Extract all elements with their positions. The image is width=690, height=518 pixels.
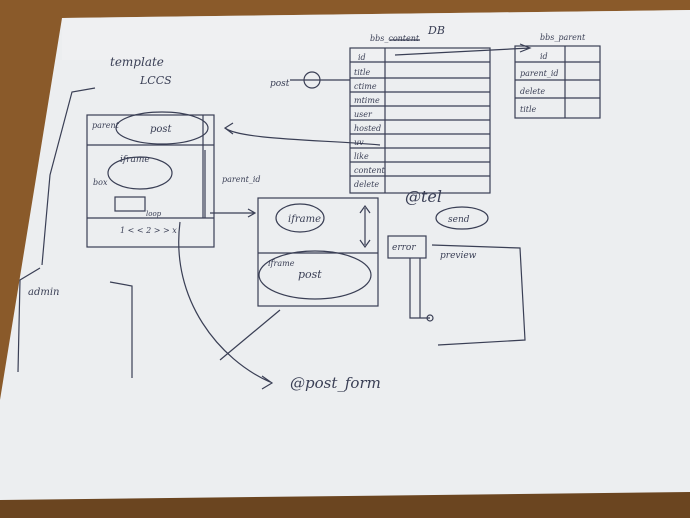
label-lccs: LCCS <box>139 74 172 87</box>
label-center-title: iframe <box>268 259 295 268</box>
left-post-ellipse <box>115 111 209 145</box>
label-template: template <box>110 55 164 69</box>
sketch-labels: template LCCS DB bbs_content bbs_parent … <box>28 24 586 392</box>
center-iframe-ellipse <box>275 203 325 233</box>
label-send: send <box>448 215 470 225</box>
row-2: ctime <box>354 82 377 91</box>
arrow-to-post-form <box>178 221 274 390</box>
admin-bracket <box>17 267 41 373</box>
left-box <box>114 196 146 212</box>
left-frame <box>86 114 215 248</box>
row-7: like <box>354 152 369 161</box>
label-post: post <box>270 79 290 89</box>
label-post-form: @post_form <box>290 374 381 392</box>
center-frame <box>257 197 379 307</box>
row-1: title <box>354 68 371 77</box>
label-db: DB <box>427 24 445 37</box>
lf-loop: loop <box>146 210 162 218</box>
row-9: delete <box>354 180 379 189</box>
lf-iframe: iframe <box>120 155 150 165</box>
row-3: mtime <box>354 96 380 105</box>
send-ellipse <box>435 206 489 230</box>
row-6: uv <box>354 138 364 147</box>
lf-post: post <box>150 124 173 135</box>
label-center-post: post <box>298 268 322 281</box>
lf-box: box <box>93 178 108 187</box>
rrow-2: delete <box>520 87 545 96</box>
admin-right-edge <box>109 281 133 378</box>
arrow-to-center <box>210 208 257 218</box>
arrow-to-db <box>224 127 381 146</box>
row-8: content <box>354 166 386 175</box>
label-pagination: 1 < < 2 > > x <box>120 226 177 235</box>
row-5: hosted <box>354 124 381 133</box>
label-preview: preview <box>440 251 477 261</box>
relation-arrow <box>394 43 532 56</box>
center-post-ellipse <box>258 250 372 300</box>
row-4: user <box>354 110 373 119</box>
table-right-title: bbs_parent <box>540 33 586 42</box>
rrow-0: id <box>540 52 548 61</box>
row-0: id <box>358 53 366 62</box>
label-at-tel: @tel <box>405 187 442 206</box>
preview-box <box>431 244 526 346</box>
rrow-1: parent_id <box>520 69 559 78</box>
left-iframe-ellipse <box>107 156 173 190</box>
label-parent-id: parent_id <box>222 175 261 184</box>
rrow-3: title <box>520 105 537 114</box>
label-center-iframe: iframe <box>288 214 321 225</box>
left-bracket <box>41 87 96 266</box>
lf-parent: parent <box>92 121 120 130</box>
label-admin: admin <box>28 287 59 298</box>
label-error: error <box>392 243 416 253</box>
table-left-title: bbs_content <box>370 34 420 43</box>
sketch-ink <box>17 39 601 390</box>
error-box <box>387 235 427 259</box>
db-table-right <box>514 45 601 119</box>
